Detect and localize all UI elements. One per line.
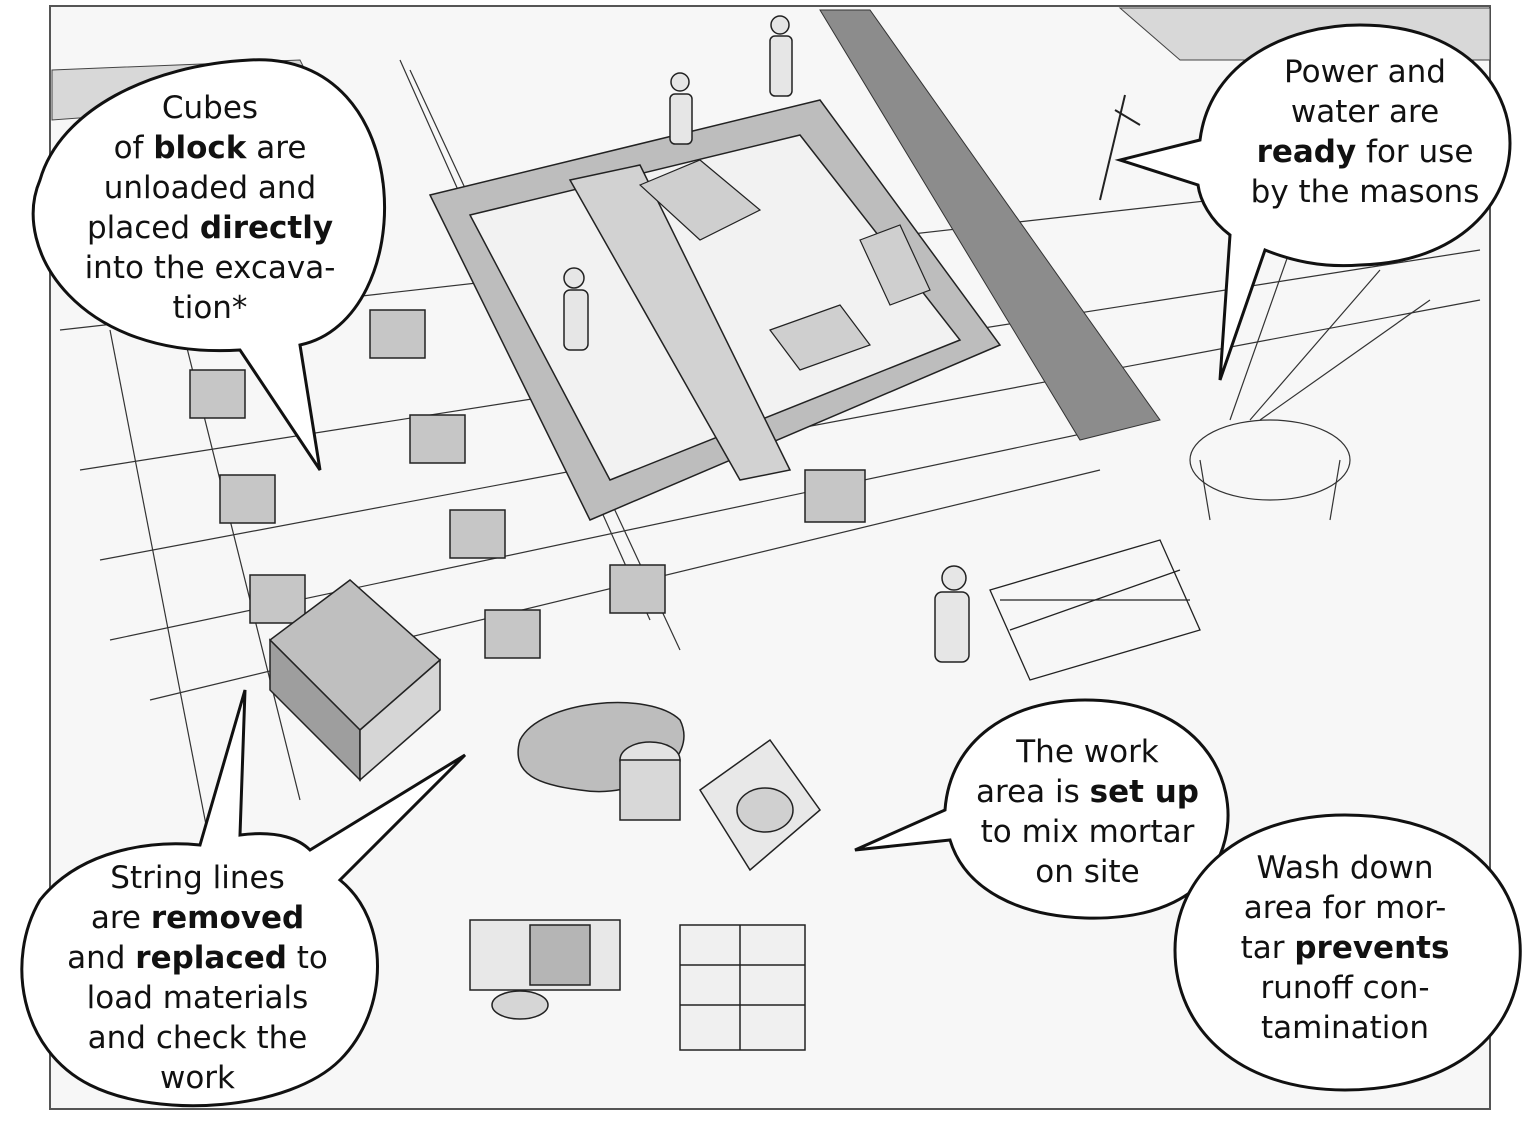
callout-line: are removed xyxy=(45,898,350,938)
callout-bold-text: prevents xyxy=(1294,930,1449,966)
callout-line: tion* xyxy=(60,288,360,328)
callout-text: and xyxy=(67,940,135,976)
callout-line: Wash down xyxy=(1195,848,1495,888)
callout-line: tamination xyxy=(1195,1008,1495,1048)
callout-bold-text: removed xyxy=(151,900,304,936)
callout-text: Cubes xyxy=(162,90,258,126)
callout-bold-text: set up xyxy=(1090,774,1199,810)
callout-line: Power and xyxy=(1225,52,1505,92)
callout-line: Cubes xyxy=(60,88,360,128)
callout-line: into the excava- xyxy=(60,248,360,288)
callout-line: and replaced to xyxy=(45,938,350,978)
callout-text: tion* xyxy=(173,290,248,326)
callout-text: and check the xyxy=(88,1020,308,1056)
callout-line: unloaded and xyxy=(60,168,360,208)
callout-text: are xyxy=(91,900,151,936)
callout-text: load materials xyxy=(87,980,309,1016)
callout-line: work xyxy=(45,1058,350,1098)
callout-line: on site xyxy=(955,852,1220,892)
callout-text: runoff con- xyxy=(1260,970,1429,1006)
callout-line: load materials xyxy=(45,978,350,1018)
callout-line: and check the xyxy=(45,1018,350,1058)
callout-line: tar prevents xyxy=(1195,928,1495,968)
callout-text: Wash down xyxy=(1257,850,1434,886)
callout-bold-text: replaced xyxy=(135,940,287,976)
callout-line: runoff con- xyxy=(1195,968,1495,1008)
callout-text: Power and xyxy=(1284,54,1446,90)
callout-text: area for mor- xyxy=(1244,890,1447,926)
callout-text: work xyxy=(160,1060,235,1096)
callout-text: water are xyxy=(1291,94,1439,130)
callout-line: placed directly xyxy=(60,208,360,248)
callout-text: by the masons xyxy=(1251,174,1480,210)
callout-text: to xyxy=(287,940,328,976)
callout-text: The work xyxy=(1016,734,1159,770)
callout-text: into the excava- xyxy=(85,250,336,286)
callout-line: The work xyxy=(955,732,1220,772)
callout-line: String lines xyxy=(45,858,350,898)
callout-text: of xyxy=(114,130,154,166)
callout-line: of block are xyxy=(60,128,360,168)
callout-bold-text: block xyxy=(153,130,246,166)
callout-line: area for mor- xyxy=(1195,888,1495,928)
callout-line: by the masons xyxy=(1225,172,1505,212)
callout-text: are xyxy=(246,130,306,166)
callout-text: on site xyxy=(1035,854,1139,890)
callout-text: area is xyxy=(976,774,1090,810)
callout-text: tamination xyxy=(1261,1010,1429,1046)
callout-text: tar xyxy=(1241,930,1295,966)
callout-line: water are xyxy=(1225,92,1505,132)
callout-text: placed xyxy=(87,210,200,246)
callout-line: area is set up xyxy=(955,772,1220,812)
callout-bold-text: directly xyxy=(200,210,333,246)
callout-text: to mix mortar xyxy=(981,814,1195,850)
callout-text: for use xyxy=(1356,134,1473,170)
callout-line: to mix mortar xyxy=(955,812,1220,852)
callout-text: String lines xyxy=(110,860,284,896)
callout-text: unloaded and xyxy=(104,170,316,206)
callout-line: ready for use xyxy=(1225,132,1505,172)
callout-bold-text: ready xyxy=(1257,134,1357,170)
